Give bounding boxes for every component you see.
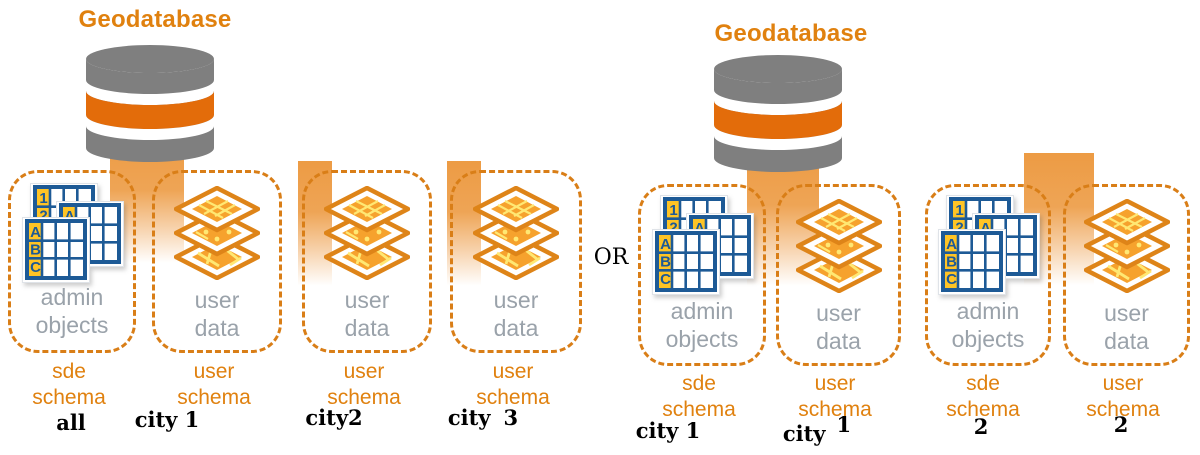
box-content-label: data — [493, 315, 539, 341]
box-content-label: objects — [665, 326, 739, 352]
schema-owner-name: all — [56, 410, 86, 435]
user-schema-box: user data — [302, 170, 432, 353]
user-data-layers-icon — [1084, 199, 1170, 298]
left-geodatabase-title: Geodatabase — [78, 6, 232, 33]
schema-owner-name: city 1 — [134, 407, 200, 432]
box-content-label: user — [493, 287, 539, 313]
user-data-layers-icon — [796, 199, 882, 298]
or-label: OR — [593, 245, 629, 270]
sde-schema-box: admin objects — [925, 184, 1051, 366]
geodatabase-cylinder-icon — [86, 45, 214, 162]
right-geodatabase-title: Geodatabase — [714, 20, 868, 47]
user-schema-box: user data — [450, 170, 582, 353]
box-content-label: user — [816, 300, 861, 326]
schema-owner-name: 2 — [1113, 412, 1129, 437]
sde-schema-box: admin objects — [8, 170, 136, 353]
box-content-label: data — [194, 315, 240, 341]
admin-tables-icon — [938, 195, 1040, 300]
user-data-layers-icon — [324, 186, 410, 285]
box-content-label: objects — [951, 326, 1025, 352]
user-schema-box: user data — [1063, 184, 1190, 366]
user-data-layers-icon — [174, 186, 260, 285]
box-content-label: data — [344, 315, 390, 341]
box-content-label: admin — [670, 298, 734, 324]
box-content-label: admin — [956, 298, 1020, 324]
admin-tables-icon — [652, 195, 754, 300]
box-content-label: admin — [40, 284, 104, 310]
schema-owner-name: city2 — [305, 405, 363, 430]
sde-schema-box: admin objects — [638, 184, 766, 366]
schema-owner-name: city 1 — [635, 418, 701, 443]
user-data-layers-icon — [473, 186, 559, 285]
box-content-label: data — [816, 328, 861, 354]
box-content-label: data — [1104, 328, 1149, 354]
box-content-label: user — [194, 287, 240, 313]
box-content-label: objects — [35, 312, 109, 338]
schema-owner-name: 2 — [973, 414, 989, 439]
user-schema-box: user data — [152, 170, 282, 353]
geodatabase-cylinder-icon — [714, 55, 842, 172]
box-content-label: user — [1104, 300, 1149, 326]
box-content-label: user — [344, 287, 390, 313]
user-schema-box: user data — [776, 184, 901, 366]
admin-tables-icon — [22, 183, 124, 288]
